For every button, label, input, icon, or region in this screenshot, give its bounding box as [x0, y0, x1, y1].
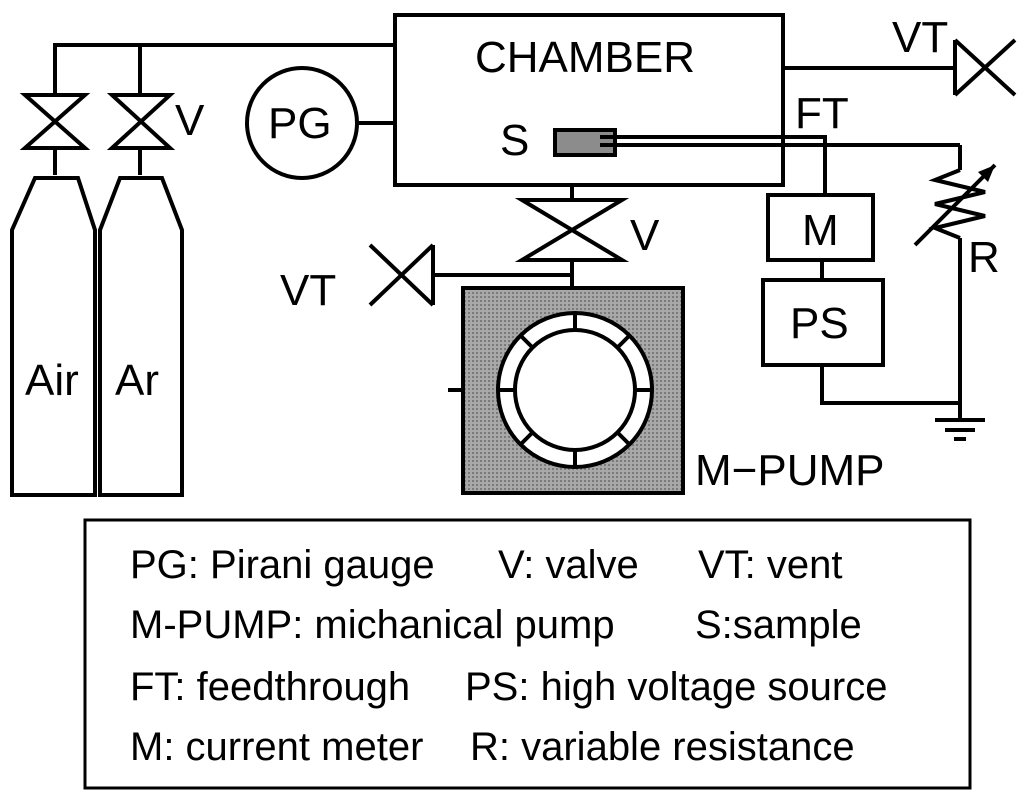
chamber-box [393, 13, 785, 187]
valve-label-mid: V [630, 211, 660, 260]
legend: PG: Pirani gauge V: valve VT: vent M-PUM… [130, 543, 887, 769]
m-label: M [802, 206, 839, 255]
feedthrough-label: FT [795, 89, 849, 138]
air-label: Air [25, 356, 79, 405]
vent-left [368, 243, 435, 307]
legend-box [83, 518, 972, 790]
legend-pg: PG: Pirani gauge [130, 543, 435, 587]
legend-r: R: variable resistance [470, 725, 855, 769]
valve-air [19, 93, 91, 175]
legend-mpump: M-PUMP: michanical pump [130, 603, 615, 647]
mpump-label: M−PUMP [695, 446, 884, 495]
vent-top [953, 38, 1017, 97]
variable-resistor [928, 168, 986, 240]
legend-m: M: current meter [130, 725, 423, 769]
ar-cylinder [98, 176, 184, 497]
legend-ps: PS: high voltage source [465, 665, 887, 709]
legend-v: V: valve [498, 543, 639, 587]
legend-vt: VT: vent [698, 543, 843, 587]
valve-ar [106, 93, 176, 175]
pump-rotor [498, 313, 652, 467]
vent-top-label: VT [892, 13, 948, 62]
legend-s: S:sample [695, 603, 862, 647]
chamber-label: CHAMBER [475, 33, 695, 82]
air-cylinder [10, 176, 97, 497]
sample-label: S [500, 116, 529, 165]
valve-label-top: V [175, 96, 205, 145]
ground-icon [935, 418, 985, 441]
ps-label: PS [790, 299, 849, 348]
valve-pump [514, 198, 630, 262]
ar-label: Ar [115, 356, 159, 405]
pg-label: PG [268, 99, 332, 148]
r-label: R [968, 233, 1000, 282]
vent-left-label: VT [280, 266, 336, 315]
gas-line [53, 43, 395, 95]
sample [553, 128, 617, 157]
legend-ft: FT: feedthrough [130, 665, 410, 709]
